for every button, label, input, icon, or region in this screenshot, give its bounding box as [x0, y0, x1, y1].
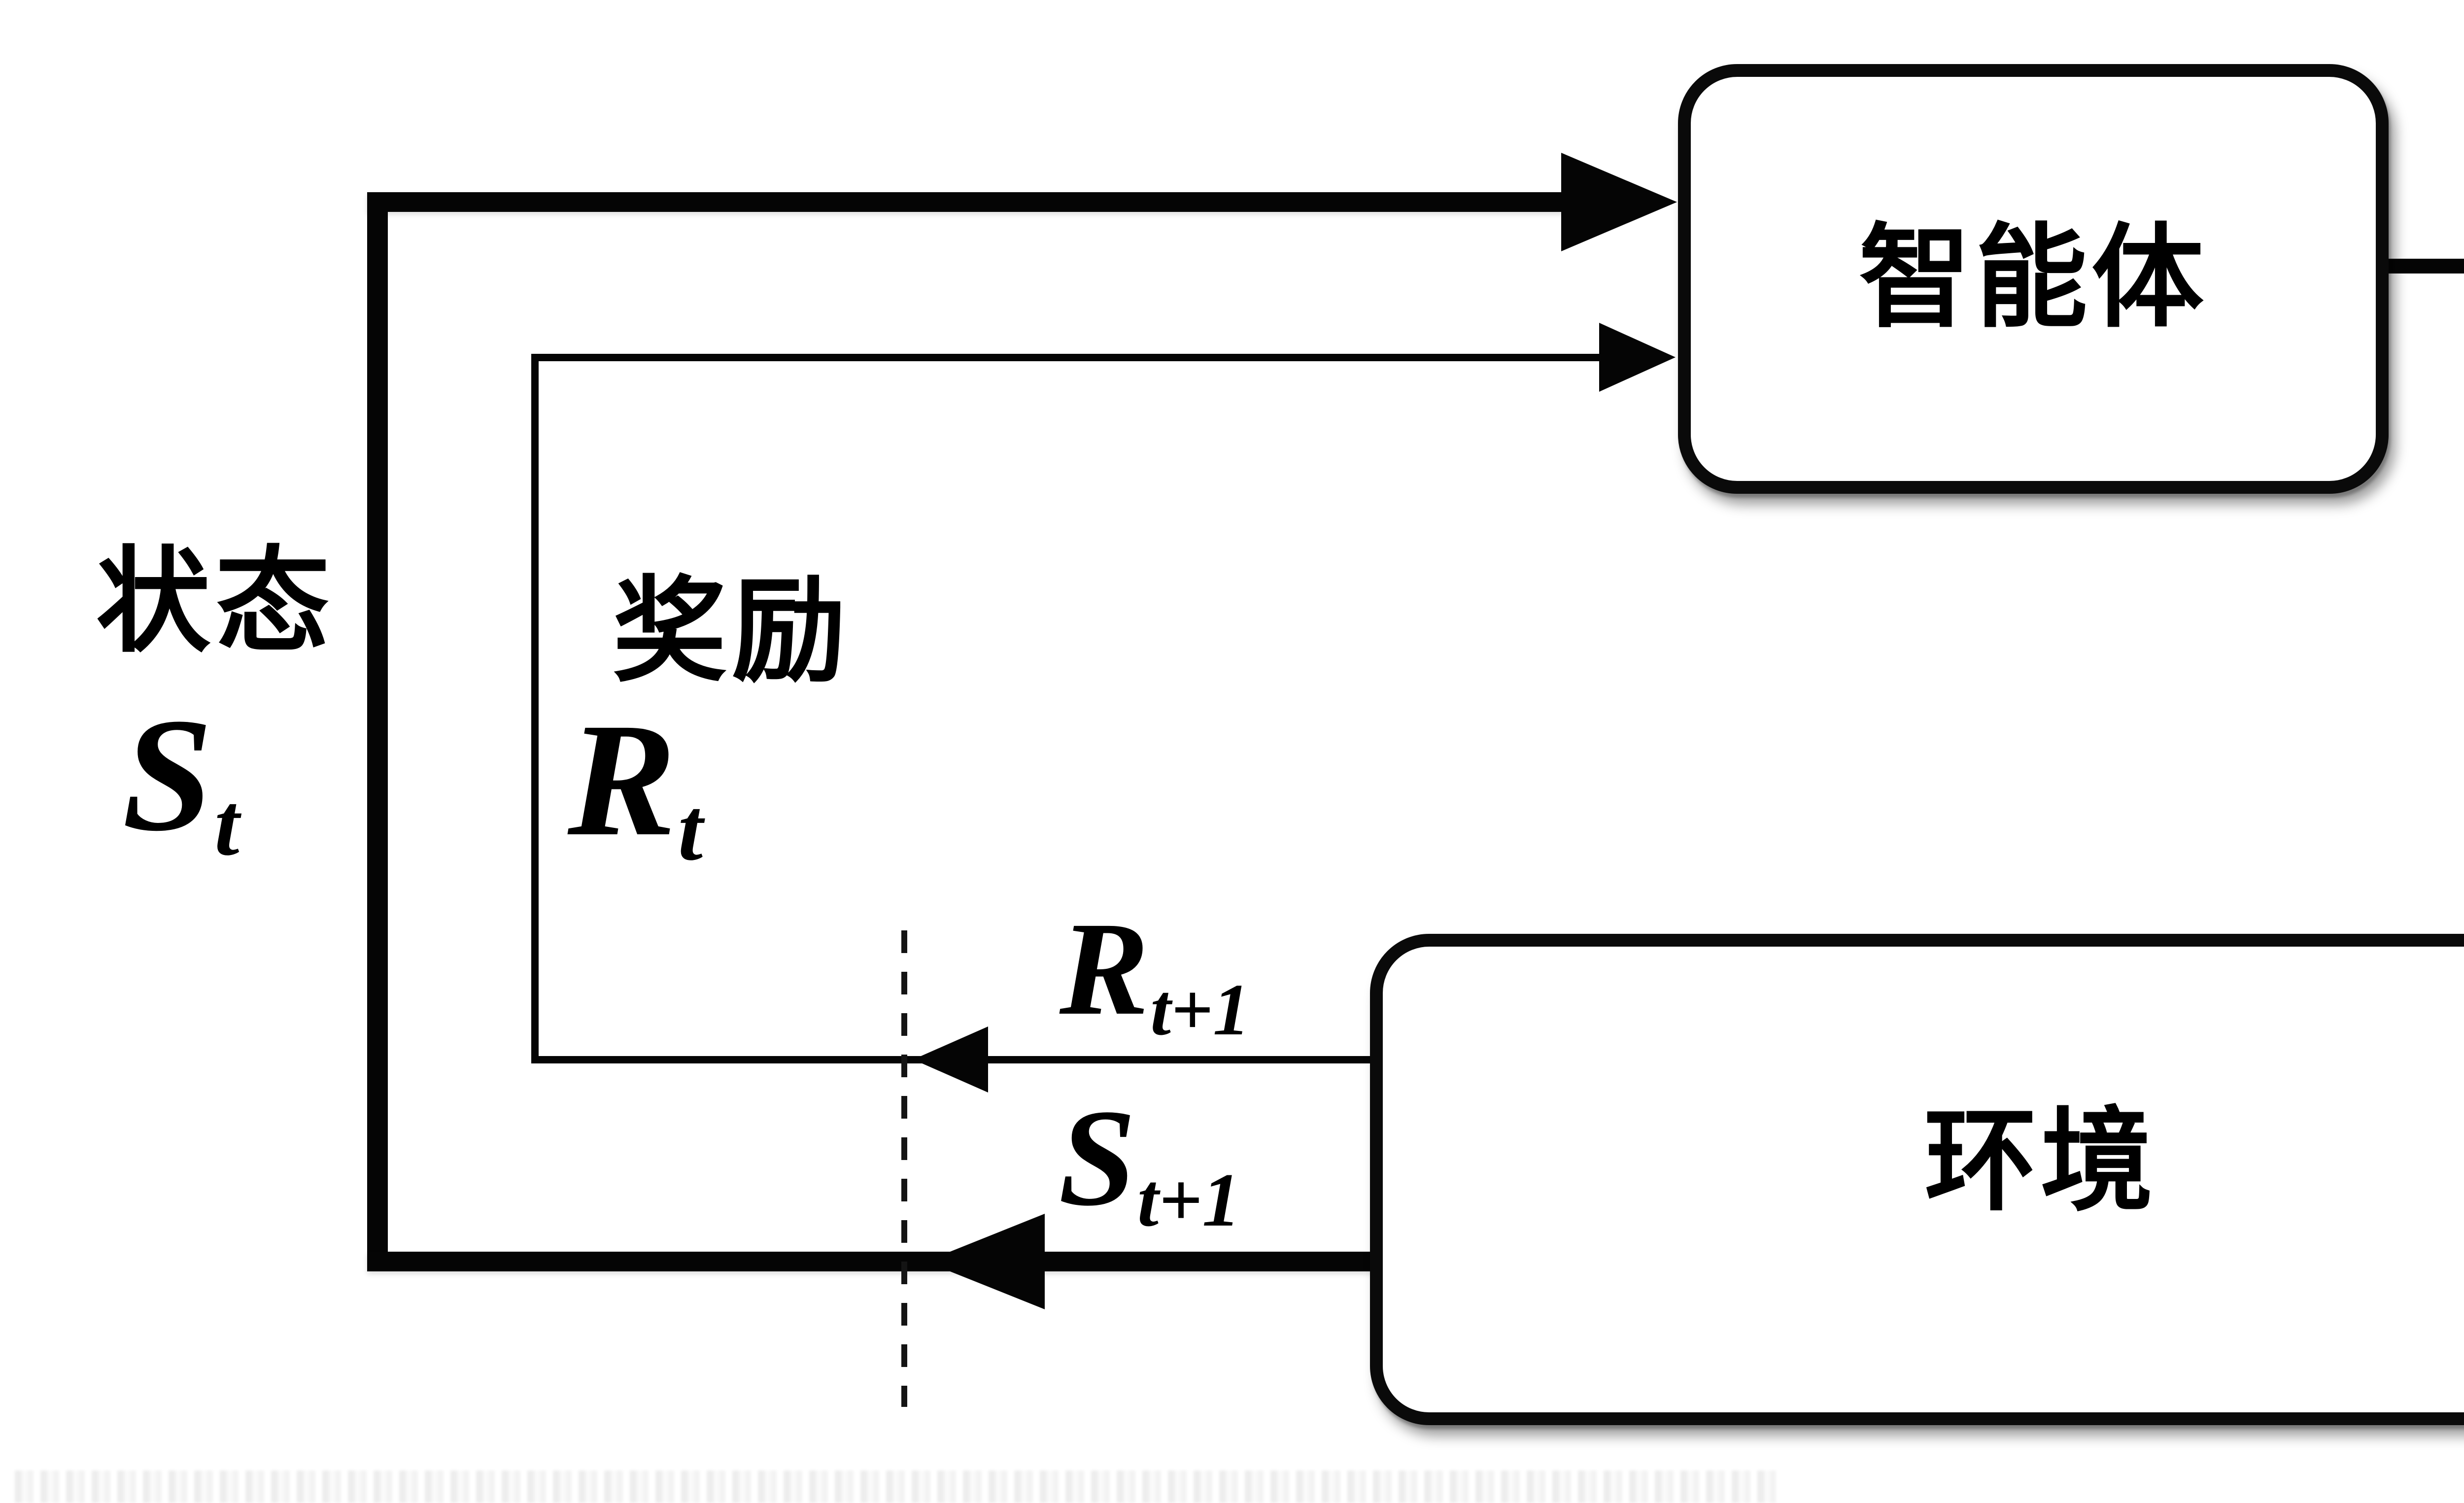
- state-arrowhead-into-agent-icon: [1561, 153, 1677, 251]
- agent-box: 智能体: [1678, 64, 2389, 494]
- reward-symbol-subscript: t: [678, 780, 703, 879]
- state-next-subscript: t+1: [1137, 1158, 1240, 1243]
- state-label: 状态: [96, 540, 335, 666]
- environment-box: 环境: [1370, 934, 2464, 1425]
- reward-next-symbol: Rt+1: [1060, 902, 1250, 1047]
- state-line-bottom-segment: [367, 1252, 1390, 1271]
- state-next-base: S: [1059, 1081, 1136, 1234]
- reward-symbol-base: R: [568, 690, 677, 870]
- state-line-top-segment: [367, 192, 1565, 212]
- reward-next-base: R: [1060, 894, 1149, 1043]
- agent-box-label: 智能体: [1859, 217, 2208, 341]
- state-symbol-subscript: t: [214, 775, 240, 874]
- reward-label: 奖励: [613, 569, 852, 696]
- environment-box-label: 环境: [1924, 1100, 2157, 1225]
- reward-line-top-segment: [531, 354, 1603, 361]
- reward-arrowhead-into-agent-icon: [1599, 323, 1676, 392]
- state-symbol: St: [122, 694, 240, 870]
- time-step-boundary-dashed-line: [901, 930, 907, 1407]
- clipped-caption-fragment: [15, 1470, 1779, 1503]
- state-line-left-segment: [367, 192, 388, 1271]
- reward-next-subscript: t+1: [1150, 969, 1250, 1051]
- state-next-arrowhead-icon: [925, 1214, 1045, 1309]
- reward-next-arrowhead-icon: [913, 1026, 988, 1093]
- reward-symbol: Rt: [568, 699, 703, 875]
- reward-line-left-segment: [531, 354, 539, 1063]
- state-next-symbol: St+1: [1059, 1088, 1240, 1238]
- state-symbol-base: S: [122, 685, 213, 865]
